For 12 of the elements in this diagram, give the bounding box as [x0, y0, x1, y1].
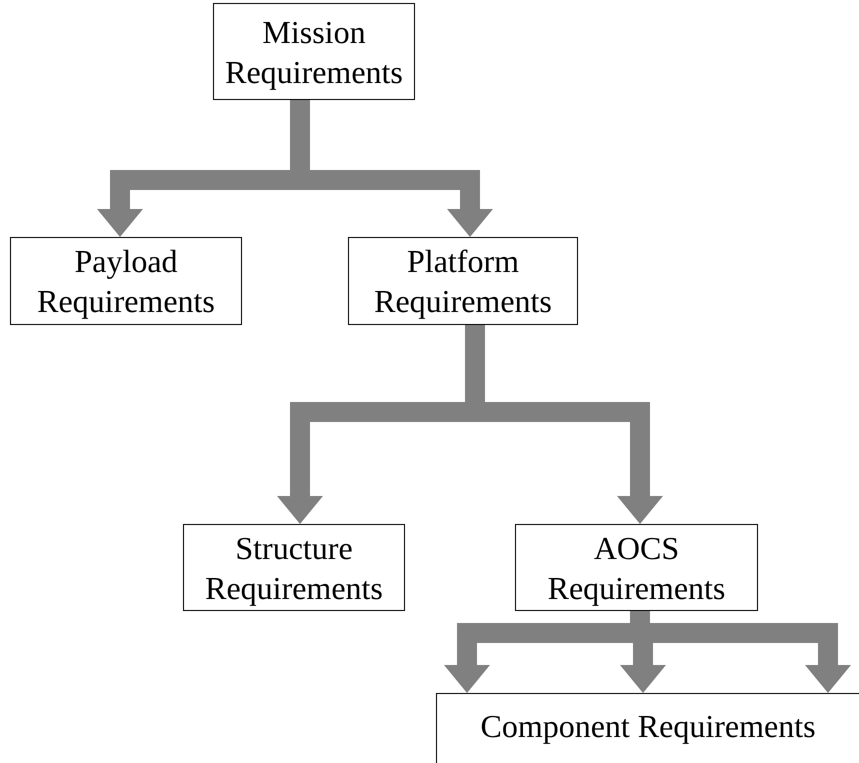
- box-label: Component Requirements: [480, 707, 816, 746]
- box-label: Platform Requirements: [373, 242, 553, 321]
- requirement-box: [10, 237, 242, 325]
- box-label: AOCS Requirements: [546, 528, 726, 608]
- requirement-box: [213, 3, 415, 100]
- requirement-box: [436, 693, 859, 763]
- requirement-box: [515, 524, 758, 611]
- box-label: Mission Requirements: [224, 12, 404, 92]
- requirement-box: [348, 237, 578, 325]
- box-label: Structure Requirements: [204, 528, 384, 608]
- requirement-box: [183, 524, 405, 611]
- box-label: Payload Requirements: [36, 242, 216, 321]
